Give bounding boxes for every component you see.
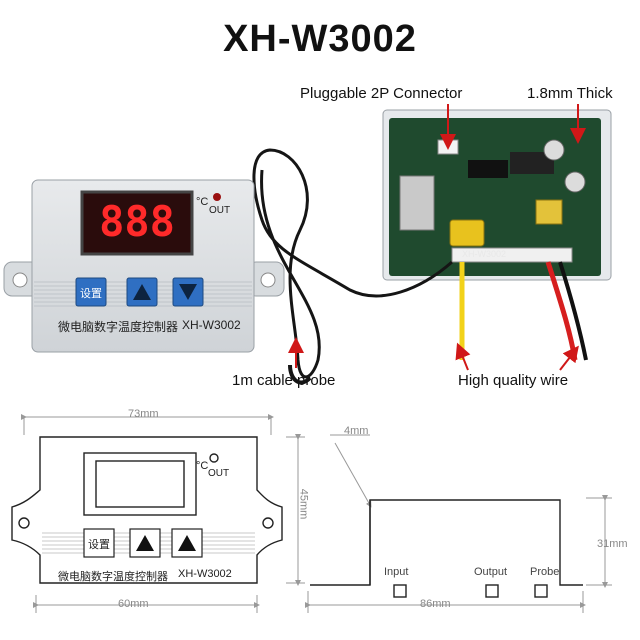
set-button[interactable]: 设置 (80, 288, 102, 300)
product-photo: XH-W3002 (3, 104, 612, 385)
pcb-board: XH-W3002 (382, 109, 612, 281)
device-label-cn: 微电脑数字温度控制器 (58, 320, 179, 334)
dim-45mm: 45mm (297, 488, 310, 520)
pcb-silk-text: XH-W3002 (462, 249, 506, 259)
port-probe: Probe (530, 566, 560, 578)
dim-73mm: 73mm (128, 408, 159, 420)
port-input: Input (384, 566, 409, 578)
dim-31mm: 31mm (597, 538, 628, 550)
dim-86mm: 86mm (420, 598, 451, 610)
page-title: XH-W3002 (223, 18, 417, 60)
device-front (3, 179, 285, 353)
technical-drawing (11, 414, 612, 613)
dim-60mm: 60mm (118, 598, 149, 610)
callout-thickness: 1.8mm Thick (527, 85, 613, 102)
out-label: OUT (209, 205, 231, 216)
unit-label: °C (196, 196, 209, 208)
display-digits: 888 (99, 197, 175, 246)
device-model: XH-W3002 (182, 318, 241, 332)
port-output: Output (474, 566, 508, 578)
dim-4mm: 4mm (344, 425, 369, 437)
drawing-out-label: OUT (208, 468, 230, 479)
drawing-label-cn: 微电脑数字温度控制器 (58, 571, 168, 583)
drawing-set-button: 设置 (88, 539, 110, 551)
callout-connector: Pluggable 2P Connector (300, 85, 463, 102)
drawing-unit: °C (196, 460, 209, 472)
drawing-model: XH-W3002 (178, 568, 232, 580)
callout-wire: High quality wire (458, 372, 569, 389)
